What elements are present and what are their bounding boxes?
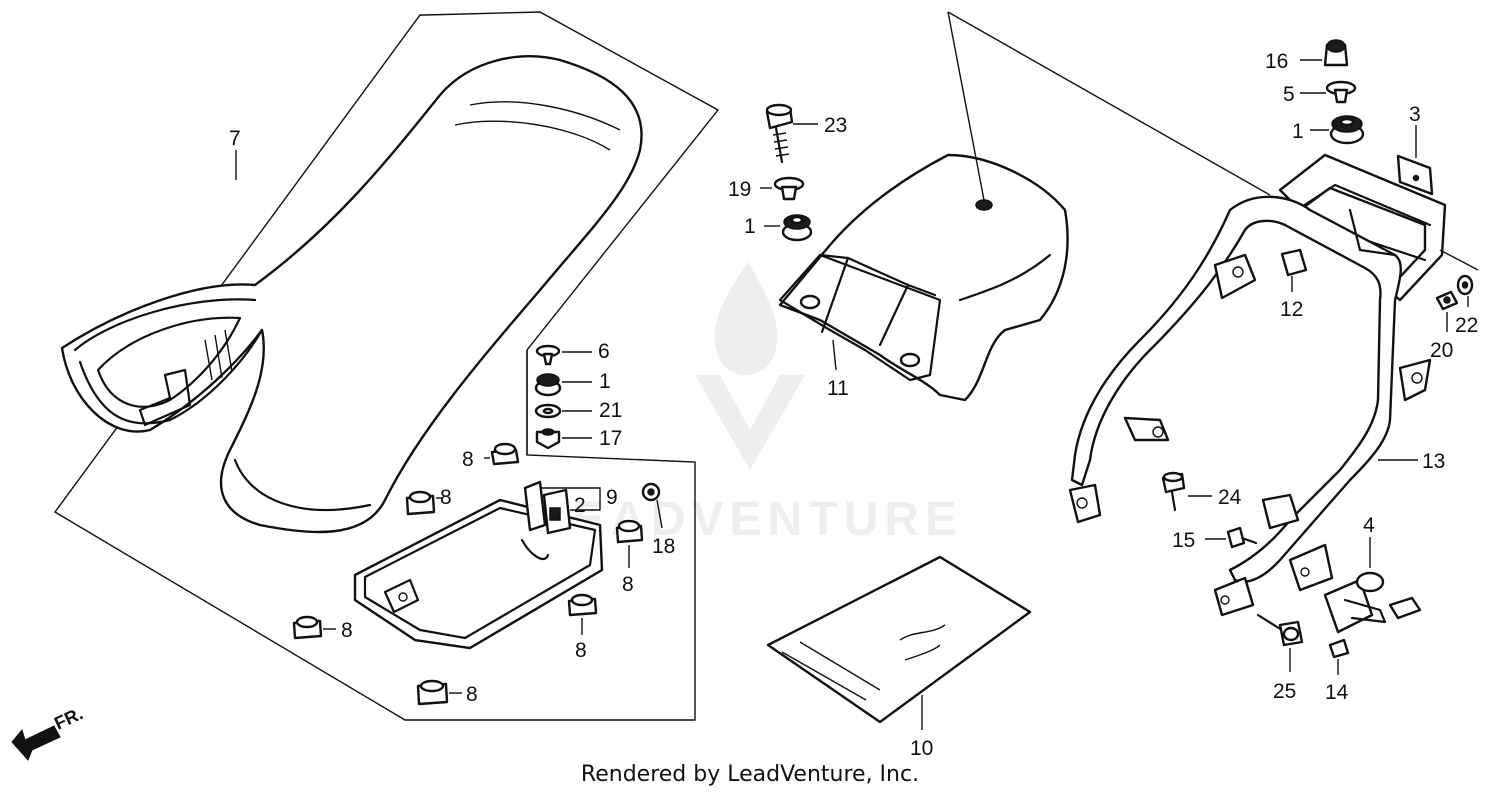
seat-tray[interactable] — [353, 498, 604, 650]
leader-line-11 — [832, 339, 837, 371]
screw-part-15[interactable] — [1226, 526, 1258, 549]
collar-part-19[interactable] — [773, 176, 805, 201]
callout-25[interactable]: 25 — [1273, 680, 1296, 703]
callout-3[interactable]: 3 — [1409, 103, 1421, 126]
cushion-part-8-e[interactable] — [292, 615, 323, 640]
nut-part-17[interactable] — [535, 428, 561, 450]
leadventure-watermark: LEADVENTURE — [537, 262, 963, 546]
callout-1-lower[interactable]: 1 — [599, 370, 611, 393]
callout-17[interactable]: 17 — [599, 427, 622, 450]
grommet-part-1-middle[interactable] — [781, 214, 813, 242]
cap-nut-part-16[interactable] — [1323, 39, 1349, 67]
screw-part-6[interactable] — [535, 344, 561, 366]
pad-part-3[interactable] — [1396, 154, 1434, 196]
rear-frame-part-13[interactable] — [1068, 153, 1447, 617]
seat-lock-part-4[interactable] — [1323, 571, 1422, 634]
callout-8-e[interactable]: 8 — [341, 619, 353, 642]
rear-cowl-part-11[interactable] — [778, 153, 1069, 402]
callout-16[interactable]: 16 — [1265, 50, 1288, 73]
grommet-part-1-lower[interactable] — [534, 373, 562, 397]
callout-8-c[interactable]: 8 — [622, 573, 634, 596]
cushion-part-8-b[interactable] — [405, 490, 436, 516]
callout-8-b[interactable]: 8 — [440, 486, 452, 509]
cushion-part-8-f[interactable] — [416, 679, 449, 706]
bracket-9 — [540, 487, 601, 511]
bolt-part-23[interactable] — [765, 103, 794, 164]
cushion-part-8-c[interactable] — [615, 519, 644, 544]
clip-part-2[interactable] — [523, 480, 572, 535]
callout-5[interactable]: 5 — [1283, 83, 1295, 106]
leader-frame-to-22 — [1439, 249, 1479, 271]
callout-23[interactable]: 23 — [824, 114, 847, 137]
callout-22[interactable]: 22 — [1455, 314, 1478, 337]
washer-part-5[interactable] — [1325, 80, 1357, 104]
callout-8-f[interactable]: 8 — [466, 683, 478, 706]
leader-line-18 — [656, 499, 663, 529]
footer-credit: Rendered by LeadVenture, Inc. — [580, 762, 920, 787]
rubber-part-12[interactable] — [1280, 248, 1308, 277]
callout-4[interactable]: 4 — [1363, 514, 1375, 537]
callout-18[interactable]: 18 — [652, 535, 675, 558]
callout-21[interactable]: 21 — [599, 399, 622, 422]
grommet-part-1-upper[interactable] — [1329, 115, 1365, 145]
callout-24[interactable]: 24 — [1218, 486, 1242, 509]
callout-14[interactable]: 14 — [1325, 681, 1349, 704]
nut-part-20[interactable] — [1435, 290, 1459, 311]
callout-8-a[interactable]: 8 — [462, 448, 474, 471]
callout-13[interactable]: 13 — [1422, 450, 1445, 473]
callout-8-d[interactable]: 8 — [575, 639, 587, 662]
leader-cowl-top-b — [947, 11, 1271, 196]
cushion-part-8-d[interactable] — [567, 593, 598, 617]
callout-11[interactable]: 11 — [827, 377, 849, 400]
callout-9[interactable]: 9 — [606, 486, 618, 509]
key-plate-part-14[interactable] — [1328, 638, 1350, 659]
callout-10[interactable]: 10 — [910, 737, 933, 760]
callout-15[interactable]: 15 — [1172, 529, 1195, 552]
clip-part-18[interactable] — [641, 482, 661, 502]
callout-1-upper[interactable]: 1 — [1292, 120, 1304, 143]
callout-20[interactable]: 20 — [1430, 339, 1453, 362]
watermark-text: LEADVENTURE — [537, 493, 963, 546]
seat-part-7[interactable] — [60, 55, 643, 534]
document-bag-part-10[interactable] — [766, 555, 1032, 724]
callout-6[interactable]: 6 — [598, 340, 610, 363]
callout-2[interactable]: 2 — [574, 494, 586, 517]
leader-cowl-top-a — [947, 11, 985, 201]
bolt-part-24[interactable] — [1161, 471, 1186, 512]
washer-part-22[interactable] — [1456, 274, 1474, 296]
cushion-part-8-a[interactable] — [490, 442, 520, 466]
callout-7[interactable]: 7 — [229, 127, 241, 150]
front-direction-arrow: FR. — [11, 703, 86, 761]
callout-1-middle[interactable]: 1 — [744, 215, 756, 238]
callout-19[interactable]: 19 — [728, 178, 751, 201]
bolt-part-25[interactable] — [1256, 613, 1304, 647]
washer-part-21[interactable] — [534, 403, 562, 419]
front-marker-label: FR. — [51, 703, 86, 733]
callout-12[interactable]: 12 — [1280, 298, 1303, 321]
